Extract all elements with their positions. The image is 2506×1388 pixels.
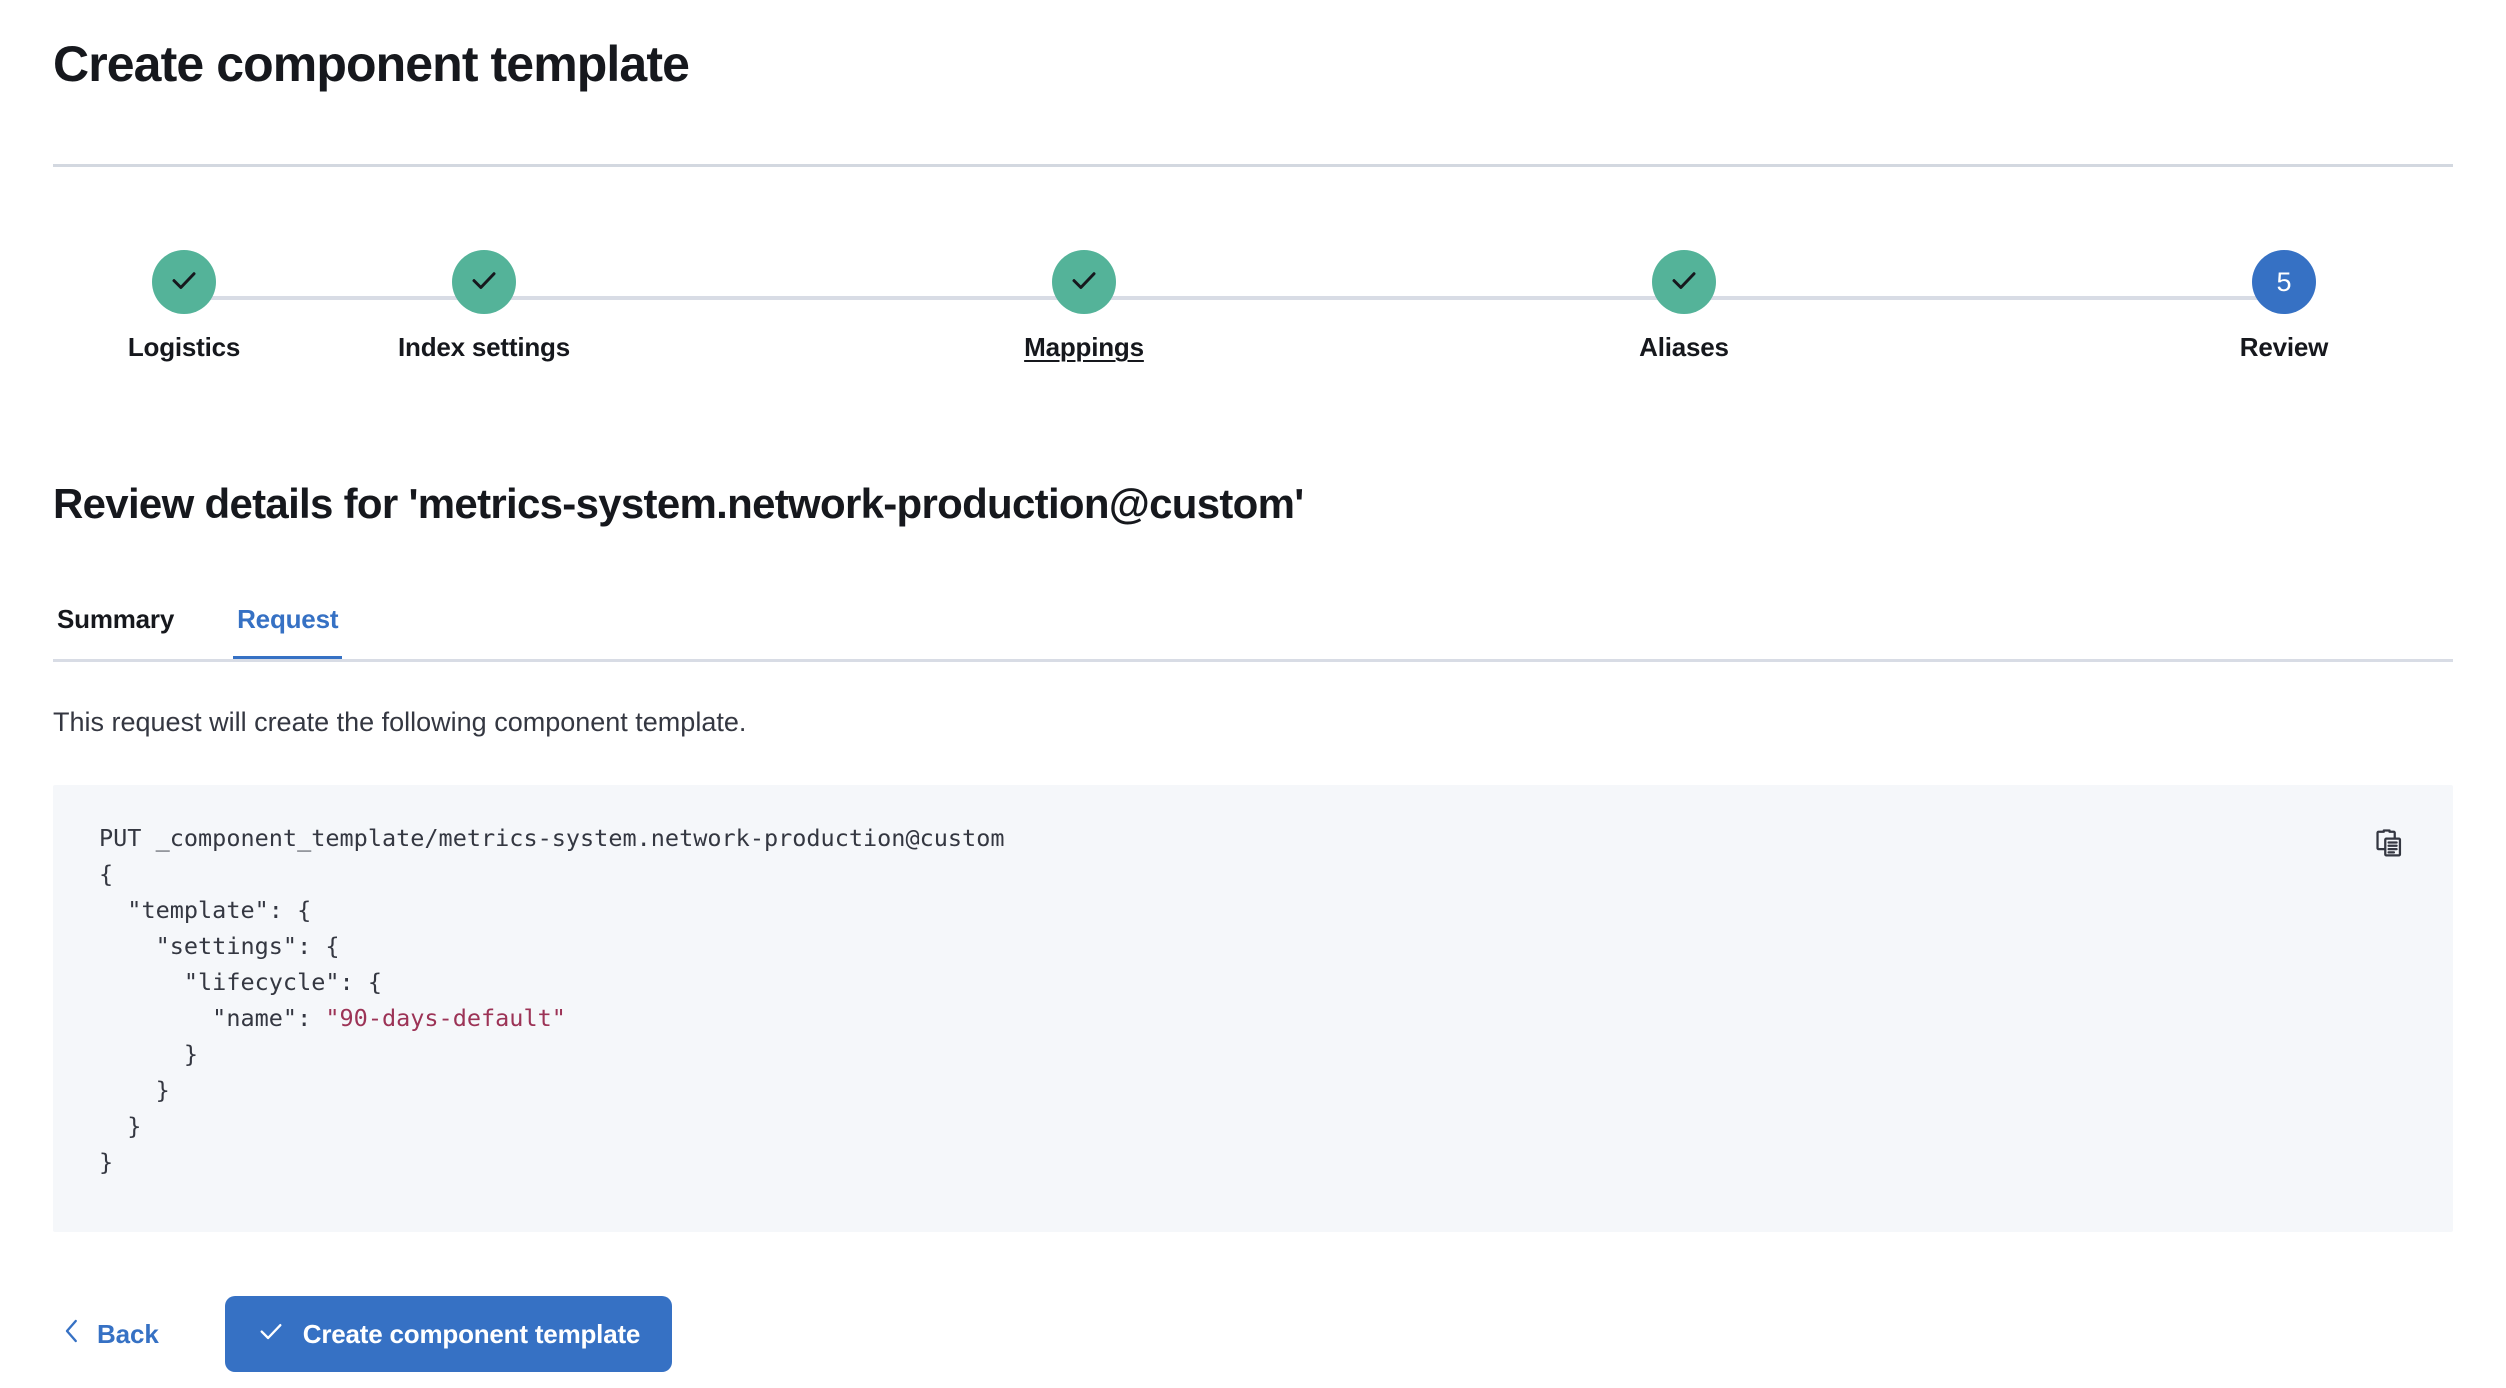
step-label: Mappings (1024, 332, 1144, 362)
step-status-indicator: 5 (2252, 250, 2316, 314)
code-line-template: "template": { (99, 896, 312, 924)
create-component-template-button[interactable]: Create component template (224, 1296, 673, 1372)
step-status-indicator (1652, 250, 1716, 314)
tabs-bottom-border (53, 659, 2453, 662)
review-tabs: Summary Request (53, 588, 2453, 662)
step-connector-3-4 (1084, 296, 1684, 300)
code-line-lifecycle: "lifecycle": { (99, 968, 382, 996)
check-icon (469, 265, 499, 300)
check-icon (257, 1317, 285, 1352)
step-mappings[interactable]: Mappings (954, 250, 1214, 363)
code-line-close-1: } (99, 1040, 199, 1068)
code-line-open-brace: { (99, 860, 114, 888)
step-review[interactable]: 5 Review (2154, 250, 2414, 363)
code-line-name-value: "90-days-default" (325, 1004, 566, 1032)
code-line-close-2: } (99, 1076, 170, 1104)
check-icon (1069, 265, 1099, 300)
request-description: This request will create the following c… (53, 707, 747, 737)
step-label: Aliases (1639, 332, 1729, 362)
tab-summary[interactable]: Summary (57, 604, 175, 634)
stepper-track (53, 296, 2453, 300)
back-button[interactable]: Back (53, 1306, 167, 1363)
review-heading: Review details for 'metrics-system.netwo… (53, 480, 1304, 527)
step-status-indicator (452, 250, 516, 314)
step-number: 5 (2276, 266, 2292, 297)
step-label: Review (2239, 332, 2329, 362)
code-line-method: PUT _component_template/metrics-system.n… (99, 824, 1005, 852)
check-icon (1669, 265, 1699, 300)
code-line-settings: "settings": { (99, 932, 340, 960)
wizard-stepper: Logistics Index settings Mappings (53, 250, 2453, 380)
step-index-settings[interactable]: Index settings (354, 250, 614, 363)
code-line-name-key: "name": (99, 1004, 326, 1032)
step-label: Logistics (127, 332, 241, 362)
step-connector-2-3 (484, 296, 1084, 300)
back-button-label: Back (97, 1318, 159, 1349)
step-status-indicator (152, 250, 216, 314)
tab-request[interactable]: Request (233, 588, 343, 662)
step-label: Index settings (397, 332, 570, 362)
copy-clipboard-icon[interactable] (2367, 821, 2411, 865)
page-title: Create component template (53, 36, 690, 92)
wizard-footer: Back Create component template (53, 1294, 673, 1374)
step-aliases[interactable]: Aliases (1554, 250, 1814, 363)
title-divider (53, 164, 2453, 167)
create-component-template-button-label: Create component template (302, 1318, 641, 1349)
code-line-close-4: } (99, 1148, 114, 1176)
check-icon (169, 265, 199, 300)
step-logistics[interactable]: Logistics (54, 250, 314, 363)
request-code-panel: PUT _component_template/metrics-system.n… (53, 785, 2453, 1232)
code-line-close-3: } (99, 1112, 142, 1140)
step-connector-4-5 (1684, 296, 2284, 300)
step-connector-1-2 (184, 296, 484, 300)
chevron-left-icon (61, 1316, 83, 1353)
request-code-block: PUT _component_template/metrics-system.n… (99, 820, 1004, 1180)
step-status-indicator (1052, 250, 1116, 314)
